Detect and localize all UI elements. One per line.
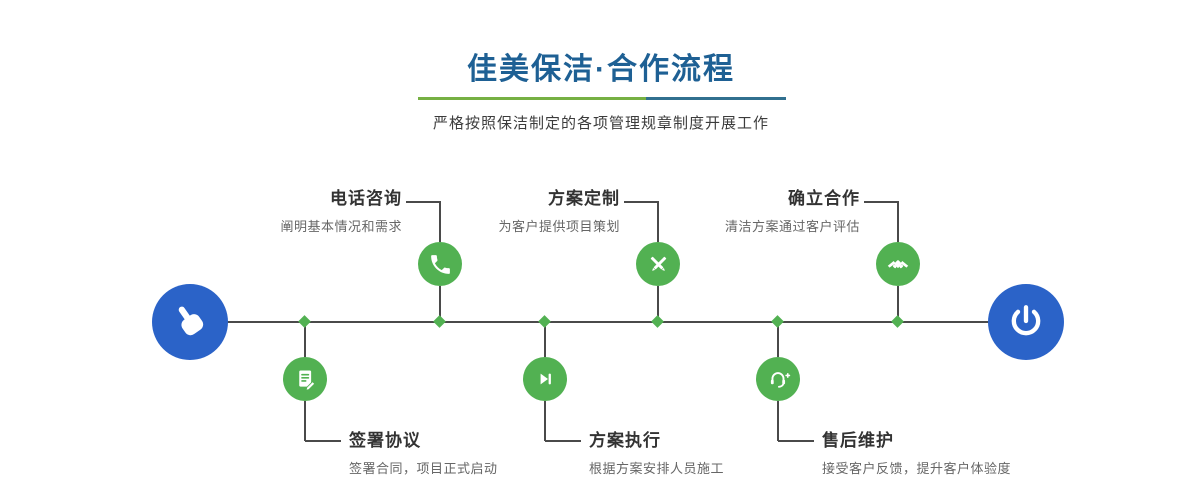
- power-icon: [1006, 302, 1046, 342]
- step-node-phone-consult: [418, 242, 462, 286]
- step-desc: 为客户提供项目策划: [498, 219, 620, 234]
- connector-line: [657, 201, 659, 242]
- step-label-sign-agreement: 签署协议 签署合同，项目正式启动: [349, 426, 498, 477]
- page-subtitle: 严格按照保洁制定的各项管理规章制度开展工作: [432, 115, 769, 132]
- connector-line: [439, 286, 441, 322]
- timeline-diamond: [298, 315, 311, 328]
- hand-pointer-icon: [169, 301, 211, 343]
- timeline-end-node: [988, 284, 1064, 360]
- connector-line: [544, 401, 546, 441]
- timeline-diamond: [651, 315, 664, 328]
- connector-line: [305, 440, 341, 442]
- contract-document-icon: [293, 367, 318, 392]
- phone-icon: [428, 252, 453, 277]
- crossed-pencils-icon: [646, 252, 671, 277]
- step-title: 方案执行: [589, 431, 661, 450]
- connector-line: [304, 401, 306, 441]
- step-node-plan-customize: [636, 242, 680, 286]
- timeline-axis: [190, 321, 1026, 323]
- page-title: 佳美保洁·合作流程: [467, 53, 735, 86]
- step-title: 签署协议: [349, 431, 421, 450]
- step-title: 售后维护: [822, 431, 894, 450]
- timeline-diamond: [538, 315, 551, 328]
- connector-line: [897, 201, 899, 242]
- timeline-diamond: [891, 315, 904, 328]
- connector-line: [778, 440, 814, 442]
- step-node-after-sales: [756, 357, 800, 401]
- connector-line: [777, 322, 779, 357]
- connector-line: [777, 401, 779, 441]
- connector-line: [624, 201, 658, 203]
- step-title: 电话咨询: [330, 189, 402, 208]
- step-label-plan-customize: 方案定制 为客户提供项目策划: [498, 184, 620, 235]
- step-label-after-sales: 售后维护 接受客户反馈，提升客户体验度: [822, 426, 1011, 477]
- title-divider: [418, 97, 786, 100]
- step-label-plan-execute: 方案执行 根据方案安排人员施工: [589, 426, 724, 477]
- connector-line: [439, 201, 441, 242]
- headset-support-icon: [766, 367, 791, 392]
- step-title: 方案定制: [548, 189, 620, 208]
- step-desc: 根据方案安排人员施工: [589, 461, 725, 476]
- timeline-start-node: [152, 284, 228, 360]
- connector-line: [897, 286, 899, 322]
- step-node-plan-execute: [523, 357, 567, 401]
- play-next-icon: [533, 367, 557, 391]
- connector-line: [657, 286, 659, 322]
- step-title: 确立合作: [788, 189, 860, 208]
- connector-line: [406, 201, 440, 203]
- timeline-diamond: [771, 315, 784, 328]
- step-desc: 签署合同，项目正式启动: [349, 461, 498, 476]
- handshake-icon: [885, 251, 911, 277]
- connector-line: [304, 322, 306, 357]
- timeline-diamond: [433, 315, 446, 328]
- step-label-confirm-cooperation: 确立合作 清洁方案通过客户评估: [725, 184, 860, 235]
- step-node-confirm-cooperation: [876, 242, 920, 286]
- connector-line: [544, 322, 546, 357]
- connector-line: [545, 440, 581, 442]
- step-desc: 阐明基本情况和需求: [280, 219, 402, 234]
- step-desc: 接受客户反馈，提升客户体验度: [822, 461, 1012, 476]
- step-label-phone-consult: 电话咨询 阐明基本情况和需求: [280, 184, 402, 235]
- connector-line: [864, 201, 898, 203]
- step-desc: 清洁方案通过客户评估: [724, 219, 860, 234]
- step-node-sign-agreement: [283, 357, 327, 401]
